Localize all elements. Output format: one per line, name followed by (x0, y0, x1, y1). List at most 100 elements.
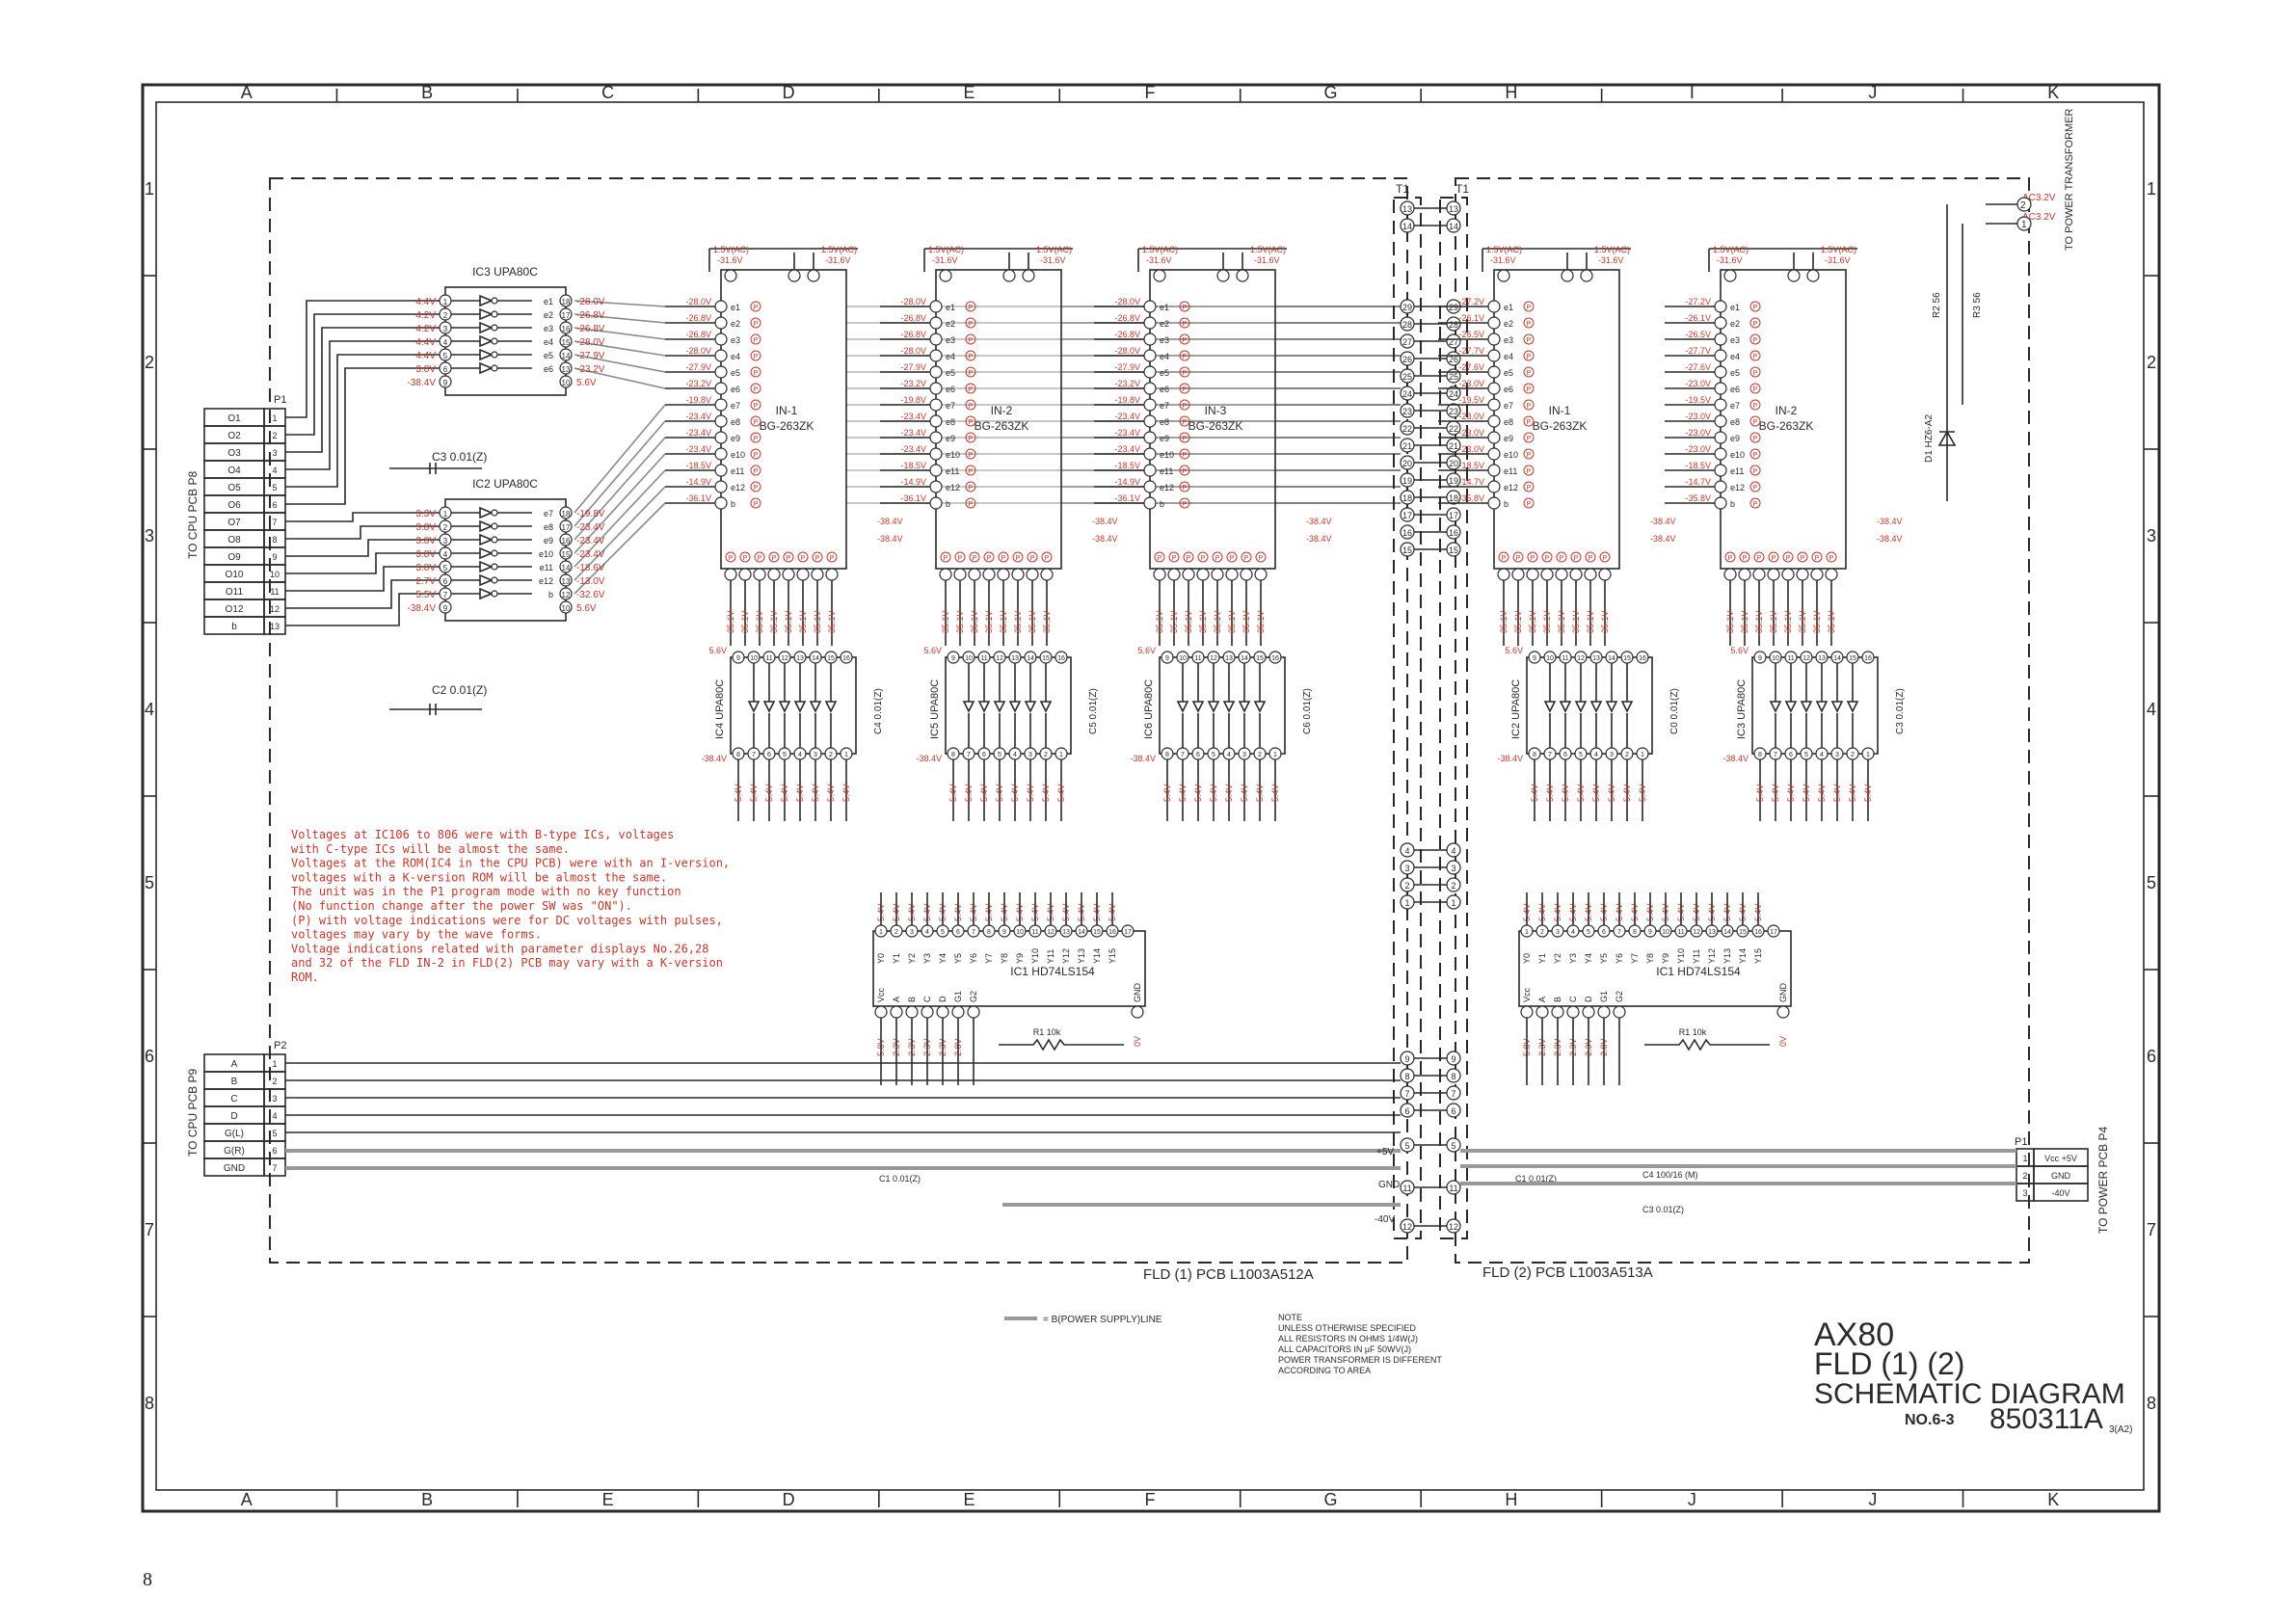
decoder-top-pin-num: 1 (1525, 929, 1529, 936)
upa-gnd-pin-num: 9 (443, 379, 448, 387)
fld-grid-pin (929, 349, 943, 362)
fld-grid-label: e1 (1730, 303, 1740, 312)
upa-out-volt: -23.2V (576, 364, 605, 375)
pulse-mark (965, 415, 976, 427)
pulse-mark-letter: P (969, 337, 974, 344)
driver-top-pin-num: 12 (781, 655, 788, 662)
pulse-mark-letter: P (1183, 485, 1188, 492)
row-label-right: 5 (2147, 873, 2156, 892)
pulse-mark (750, 432, 761, 443)
pulse-mark (750, 366, 761, 378)
driver-buffer (1589, 663, 1603, 748)
row-label-left: 8 (145, 1394, 154, 1413)
fld-anode-pin (1781, 568, 1795, 581)
upa-out-label: e7 (544, 509, 553, 519)
pulse-mark (1749, 481, 1761, 492)
fld-grid-volt: -26.8V (1114, 313, 1140, 323)
anode-pulse-letter: P (1201, 555, 1206, 562)
p9-pin: 3 (272, 1094, 277, 1104)
fld-anode-pin (738, 568, 752, 581)
fld-grid-pin (929, 431, 943, 444)
fld-grid-volt: -23.0V (1458, 444, 1484, 454)
upa-to-fld-wire (574, 486, 666, 581)
bus-pin-right-label: 18 (1449, 493, 1458, 503)
p8-signal: O7 (227, 518, 241, 528)
decoder-top-pin-num: 5 (941, 929, 945, 936)
col-label-top: J (1868, 83, 1877, 102)
anode-pulse-mark (1585, 551, 1596, 563)
upa-out-pin (559, 519, 573, 533)
decoder-bottom-pin (1566, 1005, 1580, 1019)
decoder-input-label: Vcc (876, 987, 886, 1002)
upa-vcc-pin-num: 10 (562, 379, 571, 387)
fld-anode-pin (1196, 568, 1210, 581)
driver-bottom-pin-num: 4 (1227, 752, 1231, 758)
p8-wire (285, 525, 445, 540)
fld-supply-ac: 1.5V(AC) (713, 245, 749, 254)
pulse-mark (750, 333, 761, 345)
pulse-mark-letter: P (1527, 354, 1532, 360)
fld-grid-volt: -27.9V (1114, 362, 1140, 372)
fld-anode-pin (753, 568, 766, 581)
pulse-mark-letter: P (1527, 305, 1532, 311)
fld-grid-volt: -27.6V (1685, 362, 1711, 372)
driver-top-pin (1528, 651, 1541, 664)
decoder-ics: IC1 HD74LS1541Y05.4V2Y15.4V3Y25.4V4Y35.4… (285, 892, 2016, 1214)
decoder-bottom-pin (1535, 1005, 1549, 1019)
p8-wire (285, 367, 445, 505)
fld-anode-pin (1011, 568, 1025, 581)
driver-top-pin-num: 15 (1849, 655, 1856, 662)
upa-invert-bubble (491, 536, 498, 544)
decoder-gnd-label: GND (1778, 983, 1788, 1003)
upa-invert-bubble (491, 522, 498, 530)
fld-grid-pin (1714, 349, 1727, 362)
upa-out-pin-num: 18 (562, 298, 571, 306)
driver-out-volt: 5.4V (1561, 784, 1570, 802)
decoder-top-pin-num: 9 (1002, 929, 1006, 936)
decoder-output-label: Y15 (1753, 948, 1763, 964)
decoder-output-label: Y0 (876, 953, 886, 964)
p9-signal: D (230, 1111, 237, 1122)
decoder-output-label: Y6 (1615, 953, 1624, 964)
fld-supply-ac-2: 1.5V(AC) (821, 245, 857, 254)
driver-top-pin-num: 13 (796, 655, 804, 662)
fld-grid-pin (1143, 431, 1157, 444)
upa-buffer (451, 321, 532, 334)
fld-grid-volt: -23.4V (1114, 428, 1140, 438)
upa-buffer (451, 560, 532, 573)
fld-grid-pin (714, 365, 728, 379)
bus-pin-right (1446, 490, 1461, 505)
anode-volt: -35.1V (1812, 610, 1822, 636)
driver-vcc-volt: 5.6V (923, 646, 942, 655)
fld-grid-pin (1143, 447, 1157, 461)
decoder-output-label: Y4 (938, 953, 948, 964)
upa-buffer (451, 546, 532, 560)
transformer-pin-2-label: 2 (2020, 200, 2026, 211)
driver-buffer (1207, 663, 1220, 748)
fld-filament (1137, 248, 1287, 272)
anode-pulse-letter: P (1215, 555, 1220, 562)
bus-pin-left-label: 22 (1402, 424, 1412, 434)
fld-supply-dc: -31.6V (1490, 255, 1516, 265)
fld-grid-label: e2 (1730, 319, 1740, 329)
fld-grid-volt: -26.1V (1685, 313, 1711, 323)
col-label-top: A (241, 83, 253, 102)
anode-volt: -35.1V (1198, 610, 1208, 636)
pulse-mark-letter: P (969, 354, 974, 360)
p8-pin: 2 (272, 431, 277, 440)
pulse-mark (965, 350, 976, 361)
col-label-top: H (1505, 83, 1517, 102)
upa-out-volt: -28.0V (576, 337, 605, 348)
decoder-top-pin-num: 16 (1108, 929, 1116, 936)
decoder-top-pin-num: 12 (1693, 929, 1700, 936)
col-label-bottom: A (241, 1490, 253, 1509)
decoder-gnd-volt: 0V (1778, 1036, 1788, 1047)
anode-pulse-letter: P (1502, 555, 1507, 562)
fld-grid-volt: -26.5V (1685, 330, 1711, 339)
decoder-output-label: Y12 (1707, 948, 1717, 964)
pulse-mark (750, 317, 761, 329)
pulse-mark (750, 301, 761, 312)
decoder-input-label: G2 (969, 991, 978, 1002)
fld-grid-volt: -28.0V (685, 346, 711, 356)
